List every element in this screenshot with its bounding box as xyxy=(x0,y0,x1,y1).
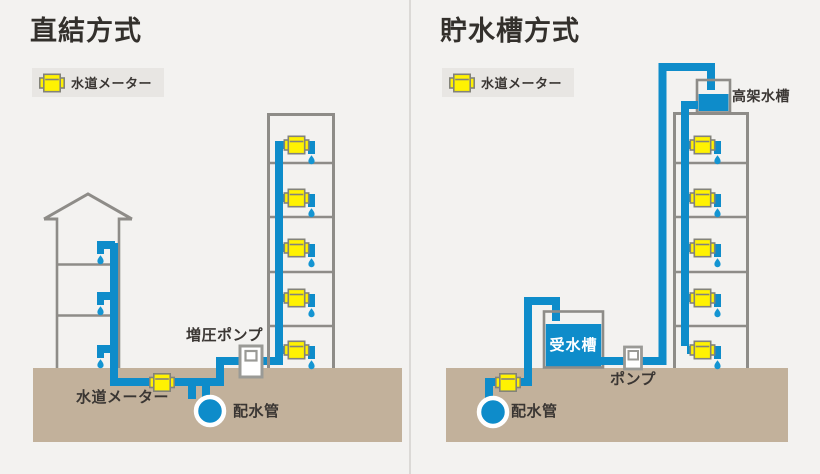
floor-meter-faucet xyxy=(281,341,315,369)
floor-meter-faucet xyxy=(687,341,721,369)
elevated-tank-label: 高架水槽 xyxy=(732,88,790,104)
elevated-tank-water xyxy=(698,94,729,111)
distribution-main xyxy=(193,394,227,428)
pump-window xyxy=(627,350,639,361)
building-riser-pipe xyxy=(681,101,698,346)
building-supply-pipe xyxy=(681,101,721,369)
legend: 水道メーター xyxy=(442,68,575,97)
page-title: 貯水槽方式 xyxy=(440,16,580,46)
receiving-tank-outline xyxy=(542,310,605,369)
direct-connection-scene xyxy=(33,113,402,442)
building-outline xyxy=(673,112,749,368)
building-floor-lines xyxy=(674,161,748,328)
floor-meter-faucet xyxy=(281,289,315,317)
page-title: 直結方式 xyxy=(30,16,142,46)
panel-storage-tank: 貯水槽方式 水道メーター 高架水槽 受水槽 ポンプ 配水管 xyxy=(410,0,820,474)
panel-direct-connection: 直結方式 水道メーター 増圧ポンプ 水道メーター 配水管 xyxy=(30,16,402,442)
legend-label: 水道メーター xyxy=(481,76,563,91)
floor-meter-faucet xyxy=(687,289,721,317)
floor-meter-faucet xyxy=(687,136,721,164)
pump xyxy=(623,345,643,371)
floor-meter-faucet xyxy=(281,136,315,164)
building-walls xyxy=(267,113,335,368)
distribution-pipe-label: 配水管 xyxy=(511,403,558,420)
house-walls xyxy=(55,217,121,368)
pump-lift-pipe xyxy=(601,63,715,365)
building-outline xyxy=(267,113,335,368)
distribution-pipe-label: 配水管 xyxy=(233,403,280,420)
booster-pump-label: 増圧ポンプ xyxy=(186,327,264,344)
pump-label: ポンプ xyxy=(610,371,657,388)
house-roof xyxy=(43,192,133,221)
booster-pump xyxy=(238,344,264,379)
legend: 水道メーター xyxy=(32,68,165,97)
building-floor-lines xyxy=(268,161,334,328)
building-walls xyxy=(673,112,749,368)
floor-meter-faucet xyxy=(687,239,721,267)
tank-inlet-pipe xyxy=(485,297,560,399)
house-floor-lines xyxy=(57,263,119,317)
receiving-tank-label: 受水槽 xyxy=(549,337,598,354)
storage-tank-scene xyxy=(446,63,788,442)
floor-meter-faucet xyxy=(687,189,721,217)
receiving-tank-water xyxy=(545,324,602,367)
legend-label: 水道メーター xyxy=(71,76,153,91)
floor-meter-faucet xyxy=(281,239,315,267)
floor-meter-faucet xyxy=(281,189,315,217)
water-meter-icon xyxy=(39,73,65,92)
water-meter-icon xyxy=(449,73,475,92)
panel-divider xyxy=(409,0,411,474)
building-supply-pipe xyxy=(275,136,315,369)
pump-window xyxy=(244,349,258,362)
receiving-tank xyxy=(542,310,605,369)
water-meter-label: 水道メーター xyxy=(76,389,170,406)
distribution-main xyxy=(476,395,510,429)
water-meter xyxy=(494,372,522,393)
house-outline xyxy=(43,192,133,368)
house-supply-pipe xyxy=(97,241,118,386)
